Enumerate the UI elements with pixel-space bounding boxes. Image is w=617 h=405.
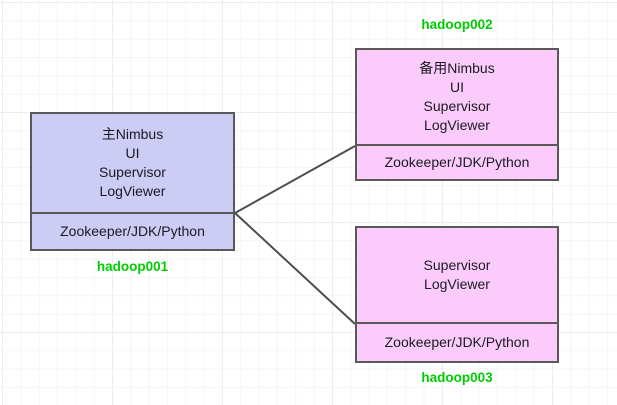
node-hadoop001-divider — [32, 211, 233, 214]
node-hadoop001-footer: Zookeeper/JDK/Python — [32, 213, 233, 249]
host-label-hadoop003: hadoop003 — [421, 370, 493, 385]
node-hadoop002-divider — [357, 143, 557, 146]
node-hadoop003-footer: Zookeeper/JDK/Python — [357, 323, 557, 361]
node-hadoop002[interactable]: 备用Nimbus UI Supervisor LogViewer Zookeep… — [355, 48, 559, 181]
node-hadoop003-roles: Supervisor LogViewer — [357, 228, 557, 322]
connector-hadoop001-hadoop003 — [234, 212, 356, 325]
host-label-hadoop002: hadoop002 — [421, 17, 493, 32]
host-label-hadoop001: hadoop001 — [96, 259, 169, 274]
node-hadoop003[interactable]: Supervisor LogViewer Zookeeper/JDK/Pytho… — [355, 226, 559, 363]
node-hadoop002-footer: Zookeeper/JDK/Python — [357, 145, 557, 179]
node-hadoop001-roles: 主Nimbus UI Supervisor LogViewer — [32, 114, 233, 212]
connector-hadoop001-hadoop002 — [234, 145, 356, 214]
node-hadoop003-divider — [357, 321, 557, 324]
node-hadoop002-roles: 备用Nimbus UI Supervisor LogViewer — [357, 50, 557, 144]
node-hadoop001[interactable]: 主Nimbus UI Supervisor LogViewer Zookeepe… — [30, 112, 235, 251]
